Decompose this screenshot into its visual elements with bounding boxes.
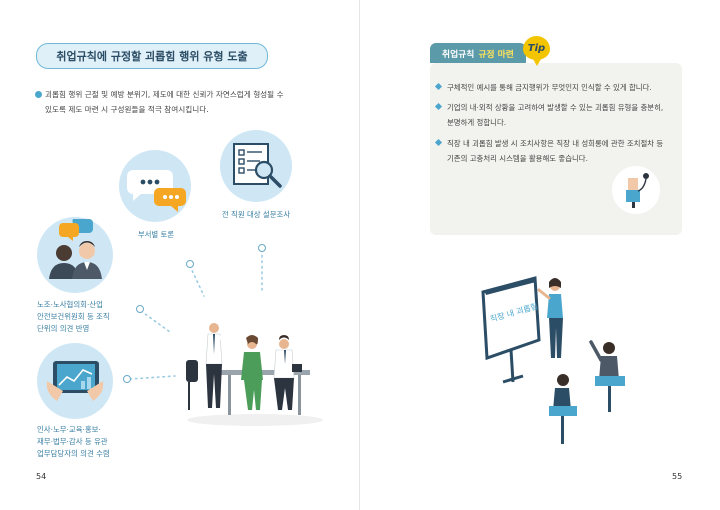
people-chat-icon bbox=[49, 219, 102, 279]
connector-node-2 bbox=[258, 244, 266, 252]
tablet-chart-icon bbox=[46, 361, 104, 401]
connector-node-4 bbox=[123, 375, 131, 383]
left-page: 취업규칙에 규정할 괴롭힘 행위 유형 도출 괴롭힘 행위 근절 및 예방 분위… bbox=[35, 43, 323, 481]
tip-item-2: 기업의 내·외적 상황을 고려하여 발생할 수 있는 괴롭힘 유형을 충분히, … bbox=[434, 100, 678, 130]
labor-label-line-3: 단위의 의견 반영 bbox=[37, 324, 90, 333]
survey-label: 전 직원 대상 설문조사 bbox=[221, 210, 291, 219]
connector-node-3 bbox=[136, 305, 144, 313]
tip-item-1: 구체적인 예시를 통해 금지행위가 무엇인지 인식할 수 있게 합니다. bbox=[434, 80, 678, 95]
right-page: 취업규칙 규정 마련 Tip 구체적인 예시를 통해 금지행위가 무엇인지 인식… bbox=[360, 0, 720, 510]
tip-title: 취업규칙 bbox=[442, 49, 475, 60]
intro-line-2: 있도록 제도 마련 시 구성원들을 적극 참여시킵니다. bbox=[45, 105, 209, 114]
survey-circle bbox=[220, 130, 292, 202]
tip-item-2-line-2: 분명하게 정합니다. bbox=[447, 118, 507, 127]
tip-item-3: 직장 내 괴롭힘 발생 시 조치사항은 직장 내 성희롱에 관한 조치절차 등 … bbox=[434, 136, 678, 166]
right-page-number: 55 bbox=[672, 472, 683, 481]
raised-hand-icon bbox=[626, 173, 649, 208]
labor-label: 노조·노사협의회·산업 안전보건위원회 등 조직 단위의 의견 반영 bbox=[37, 299, 110, 335]
depts-label: 인사·노무·교육·홍보· 재무·법무·감사 등 유관 업무담당자의 의견 수렴 bbox=[37, 424, 110, 460]
connector-lines bbox=[129, 249, 263, 380]
depts-circle bbox=[37, 343, 113, 419]
connector-node-1 bbox=[186, 260, 194, 268]
tip-item-3-line-1: 직장 내 괴롭힘 발생 시 조치사항은 직장 내 성희롱에 관한 조치절차 등 bbox=[447, 139, 664, 148]
bullet-dot-icon bbox=[35, 91, 42, 98]
discussion-circle bbox=[119, 150, 191, 222]
left-page-number: 54 bbox=[36, 472, 47, 481]
checklist-magnifier-icon bbox=[233, 143, 282, 188]
tip-title-highlight: 규정 마련 bbox=[478, 49, 514, 60]
intro-line-1: 괴롭힘 행위 근절 및 예방 분위기, 제도에 대한 신뢰가 자연스럽게 형성될… bbox=[45, 90, 284, 99]
intro-paragraph: 괴롭힘 행위 근절 및 예방 분위기, 제도에 대한 신뢰가 자연스럽게 형성될… bbox=[45, 87, 305, 117]
hand-circle bbox=[612, 166, 660, 214]
labor-label-line-2: 안전보건위원회 등 조직 bbox=[37, 312, 110, 321]
meeting-illustration bbox=[186, 323, 323, 426]
tip-tab: 취업규칙 규정 마련 bbox=[430, 43, 526, 63]
section-heading-text: 취업규칙에 규정할 괴롭힘 행위 유형 도출 bbox=[56, 50, 248, 63]
speech-bubbles-icon bbox=[127, 170, 186, 212]
tip-badge: Tip bbox=[523, 36, 550, 66]
depts-label-line-1: 인사·노무·교육·홍보· bbox=[37, 425, 101, 434]
labor-circle bbox=[37, 217, 113, 293]
book-spine bbox=[359, 0, 360, 510]
discussion-label: 부서별 토론 bbox=[137, 230, 175, 239]
tip-item-2-line-1: 기업의 내·외적 상황을 고려하여 발생할 수 있는 괴롭힘 유형을 충분히, bbox=[447, 103, 664, 112]
presentation-illustration: 직장 내 괴롭힘 bbox=[481, 276, 625, 444]
labor-label-line-1: 노조·노사협의회·산업 bbox=[37, 300, 103, 309]
depts-label-line-3: 업무담당자의 의견 수렴 bbox=[37, 449, 110, 458]
tip-badge-text: Tip bbox=[527, 42, 546, 54]
tip-item-3-line-2: 기존의 고충처리 시스템을 활용해도 좋습니다. bbox=[447, 154, 588, 163]
tip-item-1-line-1: 구체적인 예시를 통해 금지행위가 무엇인지 인식할 수 있게 합니다. bbox=[447, 83, 652, 92]
depts-label-line-2: 재무·법무·감사 등 유관 bbox=[37, 437, 108, 446]
section-heading: 취업규칙에 규정할 괴롭힘 행위 유형 도출 bbox=[36, 43, 268, 69]
